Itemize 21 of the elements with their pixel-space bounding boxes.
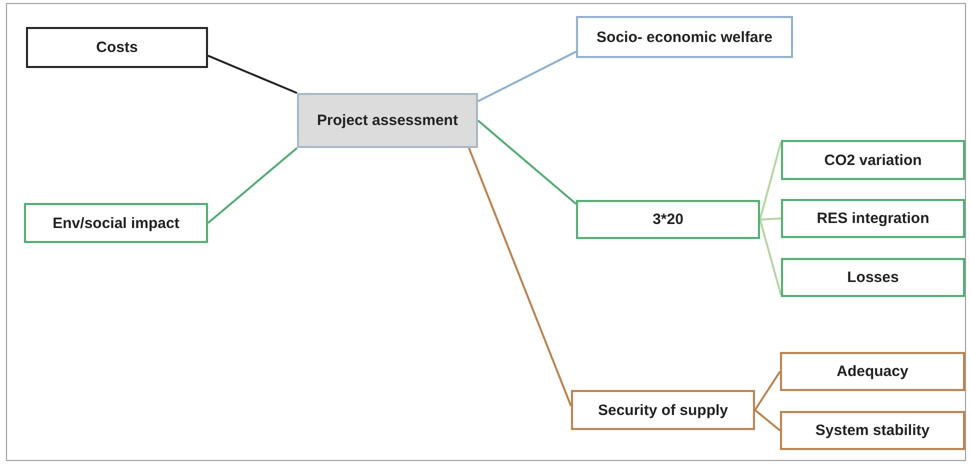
connector-line	[208, 54, 298, 94]
sub-category-box: CO2 variation	[781, 140, 965, 180]
category-box: Security of supply	[571, 390, 755, 430]
sub-category-box: Adequacy	[780, 352, 965, 391]
connector-line	[759, 142, 782, 220]
sub-category-box: RES integration	[781, 199, 965, 238]
sub-category-box: Losses	[781, 258, 965, 297]
connector-line	[754, 370, 781, 411]
category-box: Costs	[26, 27, 208, 68]
connector-line	[754, 409, 781, 432]
central-box: Project assessment	[297, 93, 478, 148]
connector-line	[207, 147, 298, 224]
connector-line	[759, 219, 782, 296]
connector-line	[477, 120, 577, 205]
category-box: Env/social impact	[24, 203, 208, 243]
category-box: Socio- economic welfare	[576, 16, 793, 58]
category-box: 3*20	[576, 200, 760, 239]
sub-category-box: System stability	[780, 411, 965, 450]
connector-line	[760, 218, 782, 220]
connector-line	[478, 50, 576, 102]
connector-line	[468, 148, 572, 406]
